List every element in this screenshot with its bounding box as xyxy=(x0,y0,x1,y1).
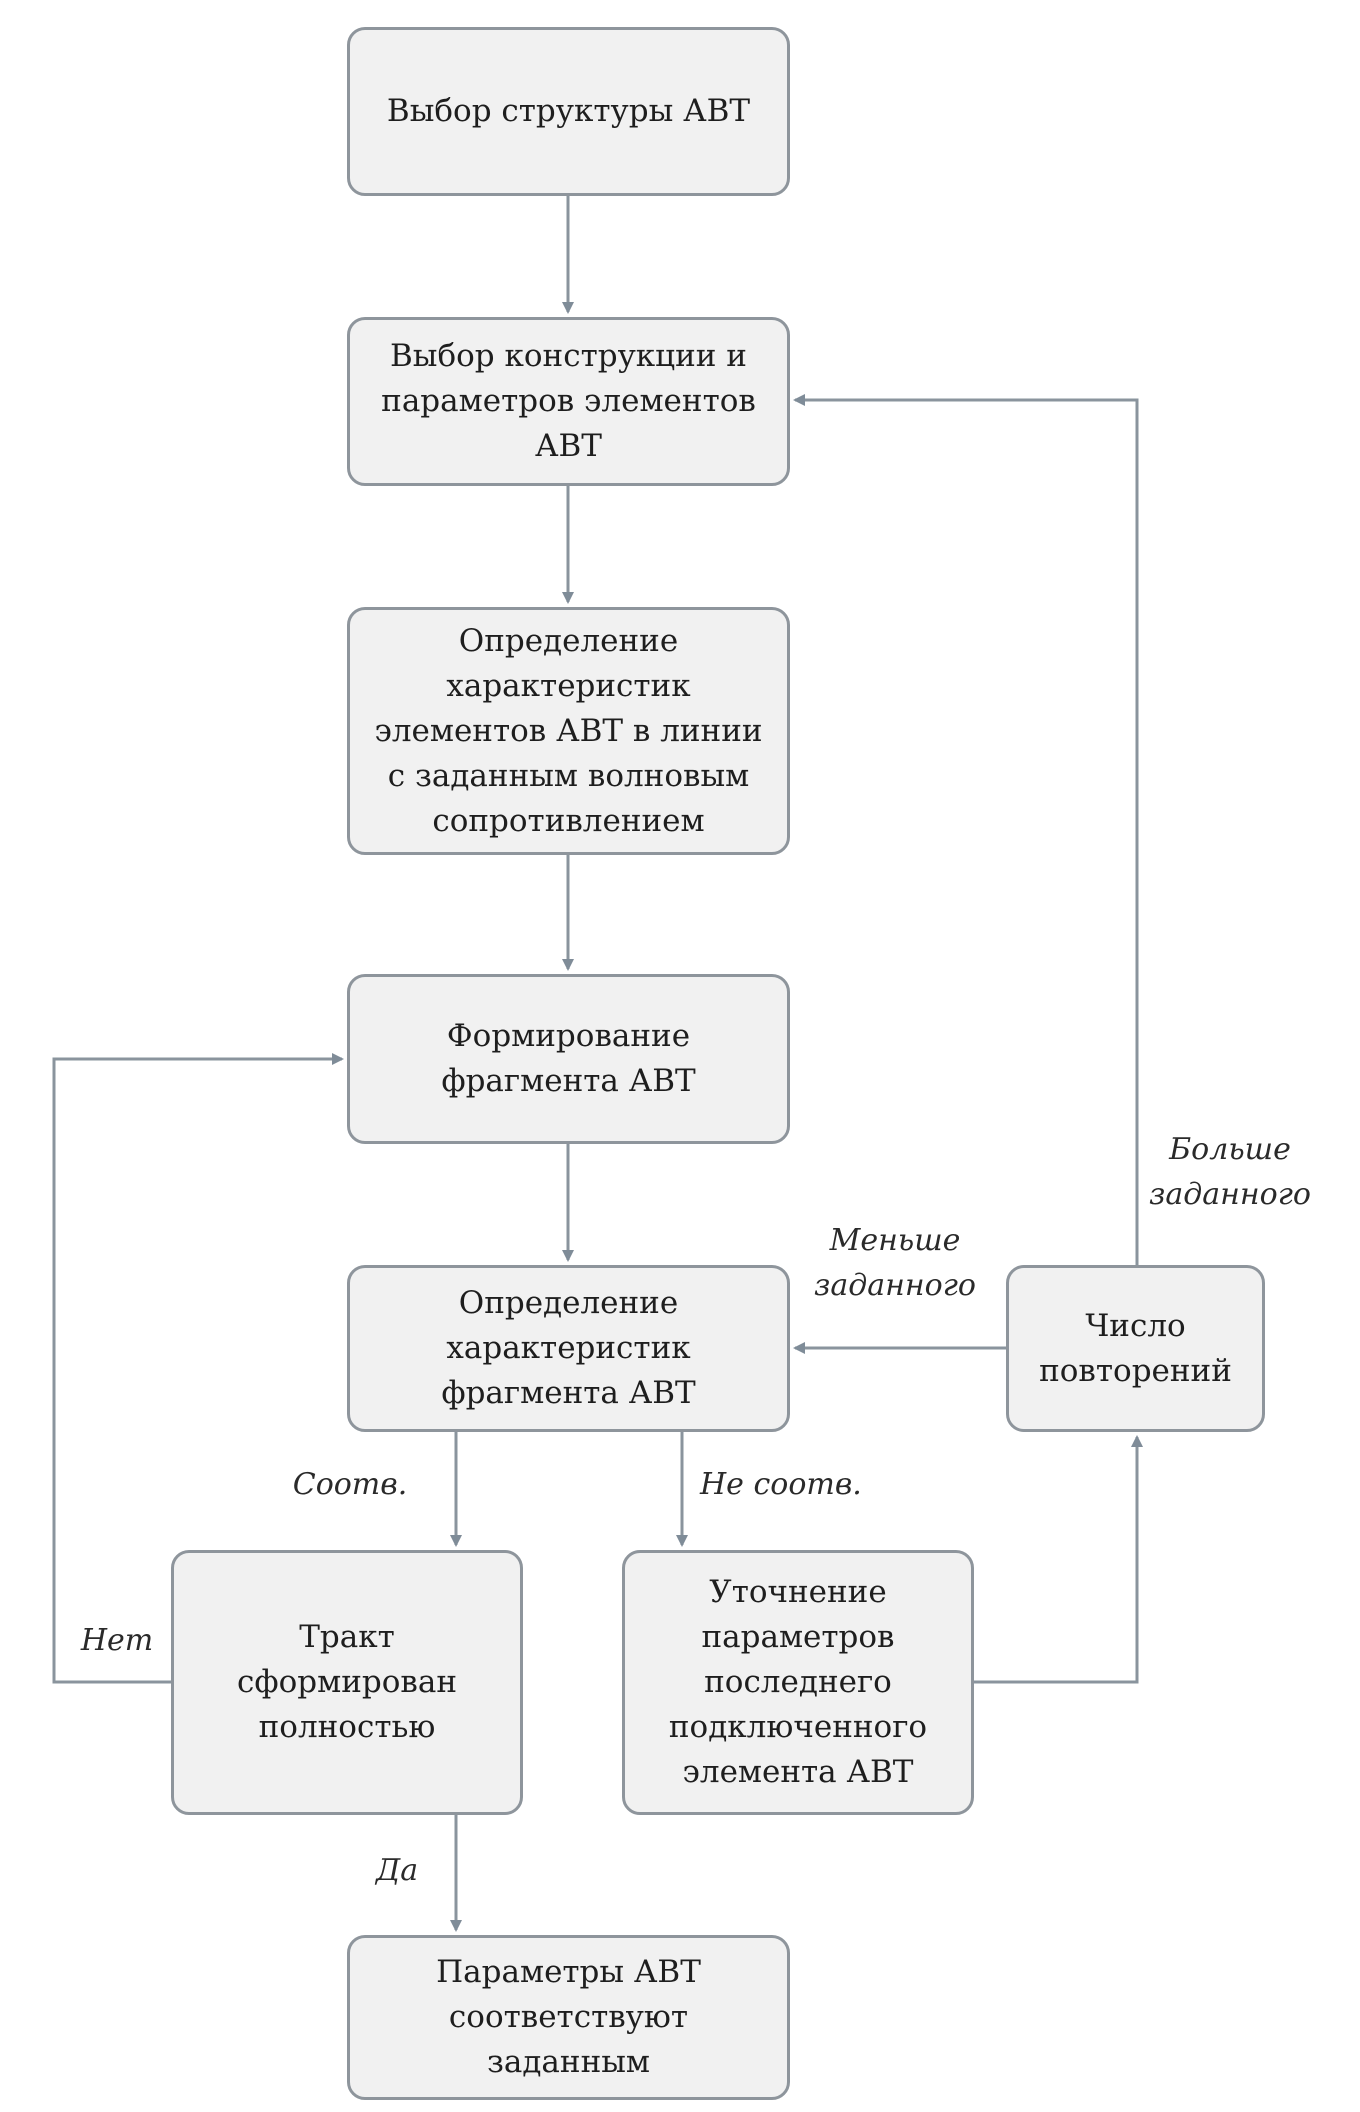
edge-label-yes: Да xyxy=(375,1853,419,1888)
node-path-complete: Тракт сформирован полностью xyxy=(171,1550,523,1815)
node-fragment-characteristics: Определение характеристик фрагмента АВТ xyxy=(347,1265,790,1432)
node-element-characteristics: Определение характеристик элементов АВТ … xyxy=(347,607,790,855)
node-fragment-forming-label: Формирование фрагмента АВТ xyxy=(441,1018,696,1099)
arrow-path-incomplete-loop xyxy=(52,1053,344,1684)
node-structure-choice-label: Выбор структуры АВТ xyxy=(386,93,751,129)
node-element-characteristics-label: Определение характеристик элементов АВТ … xyxy=(374,622,763,839)
node-result: Параметры АВТ соответствуют заданным xyxy=(347,1935,790,2100)
edge-label-less-than-set: Меньше заданного xyxy=(814,1223,976,1303)
node-refine-params: Уточнение параметров последнего подключе… xyxy=(622,1550,974,1815)
node-design-choice-label: Выбор конструкции и параметров элементов… xyxy=(381,338,756,464)
edge-label-more-than-set: Больше заданного xyxy=(1149,1132,1311,1212)
node-structure-choice: Выбор структуры АВТ xyxy=(347,27,790,196)
node-repeat-count-label: Число повторений xyxy=(1039,1307,1232,1389)
node-fragment-characteristics-label: Определение характеристик фрагмента АВТ xyxy=(441,1285,696,1411)
arrow-refine-to-repeat-count xyxy=(974,1435,1143,1684)
node-result-label: Параметры АВТ соответствуют заданным xyxy=(436,1954,701,2080)
edge-label-no: Нет xyxy=(80,1623,154,1658)
node-path-complete-label: Тракт сформирован полностью xyxy=(236,1619,457,1745)
edge-label-not-matches: Не соотв. xyxy=(700,1467,862,1502)
node-repeat-count: Число повторений xyxy=(1006,1265,1265,1432)
arrow-repeat-more-to-design xyxy=(793,394,1139,1265)
edge-label-matches: Соотв. xyxy=(292,1467,408,1502)
node-design-choice: Выбор конструкции и параметров элементов… xyxy=(347,317,790,486)
node-refine-params-label: Уточнение параметров последнего подключе… xyxy=(668,1574,928,1790)
node-fragment-forming: Формирование фрагмента АВТ xyxy=(347,974,790,1144)
